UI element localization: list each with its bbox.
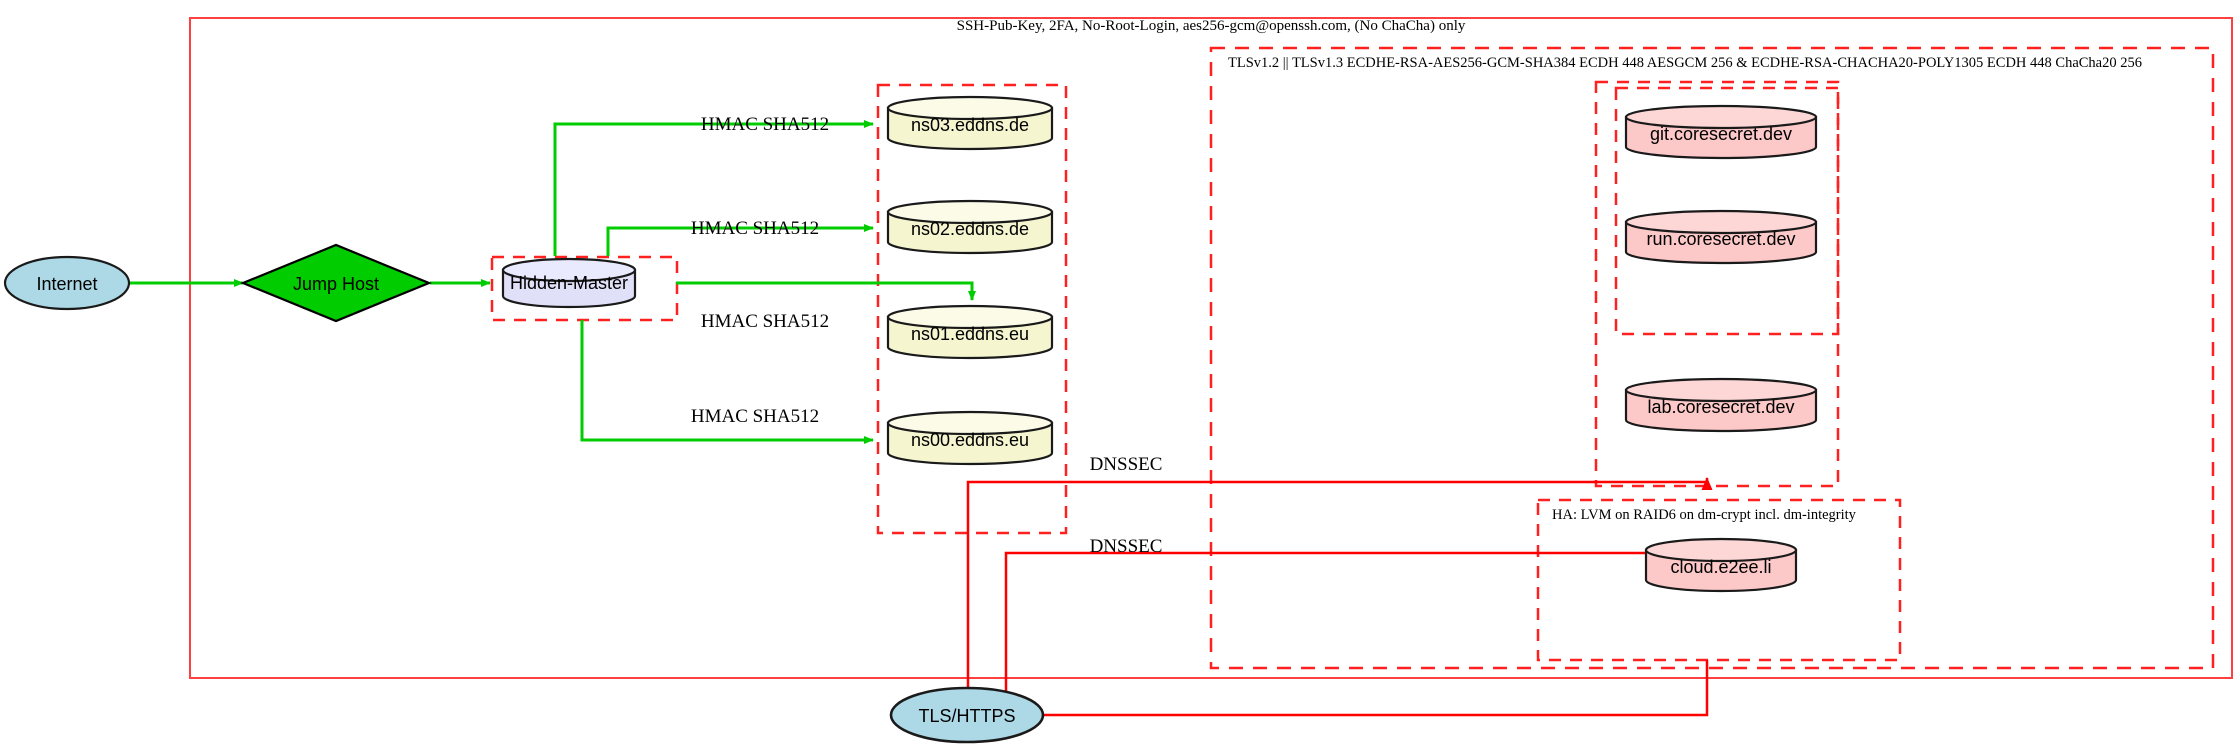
- node-internet[interactable]: Internet: [3, 255, 131, 311]
- dns-cluster: [876, 83, 1068, 535]
- edge-label-hmac-ns03: HMAC SHA512: [701, 114, 829, 135]
- node-hidden-master[interactable]: Hidden-Master: [501, 257, 637, 309]
- internet-label: Internet: [36, 274, 97, 294]
- internet-ellipse: [3, 255, 131, 311]
- tls-cluster-border: [1209, 46, 2215, 670]
- tls-https-label: TLS/HTTPS: [918, 706, 1015, 726]
- run-label: run.coresecret.dev: [1646, 229, 1795, 249]
- git-top: [1624, 104, 1818, 130]
- node-git-coresecret[interactable]: git.coresecret.dev: [1624, 104, 1818, 160]
- git-label: git.coresecret.dev: [1650, 124, 1792, 144]
- services-inner-cluster: [1614, 86, 1840, 336]
- ns01-top: [886, 304, 1054, 330]
- tls-cluster: TLSv1.2 || TLSv1.3 ECDHE-RSA-AES256-GCM-…: [1209, 46, 2215, 670]
- edge-hiddenmaster-ns02: [606, 224, 874, 256]
- services-cluster-border: [1594, 80, 1840, 488]
- node-jump-host[interactable]: Jump Host: [240, 243, 432, 323]
- ns03-label: ns03.eddns.de: [911, 115, 1029, 135]
- edge-hiddenmaster-ns00: [580, 320, 874, 444]
- services-inner-cluster-border: [1614, 86, 1840, 336]
- ns01-label: ns01.eddns.eu: [911, 324, 1029, 344]
- cloud-label: cloud.e2ee.li: [1670, 557, 1771, 577]
- hidden-master-cluster: [490, 255, 679, 322]
- edge-label-dnssec-2: DNSSEC: [1090, 536, 1163, 557]
- lab-label: lab.coresecret.dev: [1647, 397, 1794, 417]
- tls-https-ellipse: [889, 686, 1045, 744]
- edge-hiddenmaster-ns01: [676, 281, 976, 301]
- node-cloud-e2ee[interactable]: cloud.e2ee.li: [1644, 537, 1798, 593]
- node-run-coresecret[interactable]: run.coresecret.dev: [1624, 209, 1818, 265]
- ha-cluster: HA: LVM on RAID6 on dm-crypt incl. dm-in…: [1536, 498, 1902, 662]
- edge-label-hmac-ns01: HMAC SHA512: [701, 311, 829, 332]
- services-cluster: [1594, 80, 1840, 488]
- tls-cluster-label: TLSv1.2 || TLSv1.3 ECDHE-RSA-AES256-GCM-…: [1228, 55, 2142, 71]
- ha-cluster-label: HA: LVM on RAID6 on dm-crypt incl. dm-in…: [1552, 507, 1857, 523]
- ssh-cluster-label: SSH-Pub-Key, 2FA, No-Root-Login, aes256-…: [957, 18, 1466, 34]
- edge-dnssec-services: [966, 477, 1713, 638]
- ns00-top: [886, 410, 1054, 436]
- node-ns00[interactable]: ns00.eddns.eu: [886, 410, 1054, 466]
- dns-cluster-border: [876, 83, 1068, 535]
- node-tls-https[interactable]: TLS/HTTPS: [889, 686, 1045, 744]
- ns03-top: [886, 95, 1054, 121]
- hidden-master-label: Hidden-Master: [510, 273, 628, 293]
- edge-label-dnssec-1: DNSSEC: [1090, 454, 1163, 475]
- run-top: [1624, 209, 1818, 235]
- hidden-master-top: [501, 257, 637, 283]
- ssh-cluster: SSH-Pub-Key, 2FA, No-Root-Login, aes256-…: [189, 17, 2233, 679]
- jump-host-diamond: [240, 243, 432, 323]
- jump-host-label: Jump Host: [293, 274, 379, 294]
- edge-hiddenmaster-ns03: [553, 120, 874, 256]
- edge-label-group: HMAC SHA512 HMAC SHA512 HMAC SHA512 HMAC…: [691, 114, 1163, 557]
- edge-label-hmac-ns02: HMAC SHA512: [691, 218, 819, 239]
- ns02-label: ns02.eddns.de: [911, 219, 1029, 239]
- hidden-master-cluster-border: [490, 255, 679, 322]
- node-ns02[interactable]: ns02.eddns.de: [886, 199, 1054, 255]
- node-lab-coresecret[interactable]: lab.coresecret.dev: [1624, 377, 1818, 433]
- node-ns01[interactable]: ns01.eddns.eu: [886, 304, 1054, 360]
- lab-top: [1624, 377, 1818, 403]
- ssh-cluster-border: [189, 17, 2233, 679]
- cloud-top: [1644, 537, 1798, 563]
- ns02-top: [886, 199, 1054, 225]
- ha-cluster-border: [1536, 498, 1902, 662]
- edge-label-hmac-ns00: HMAC SHA512: [691, 406, 819, 427]
- ns00-label: ns00.eddns.eu: [911, 430, 1029, 450]
- edge-dnssec-ha: [1004, 548, 1713, 714]
- node-ns03[interactable]: ns03.eddns.de: [886, 95, 1054, 151]
- green-edges: [128, 120, 976, 444]
- edge-tlshttps-right: [1042, 660, 1709, 717]
